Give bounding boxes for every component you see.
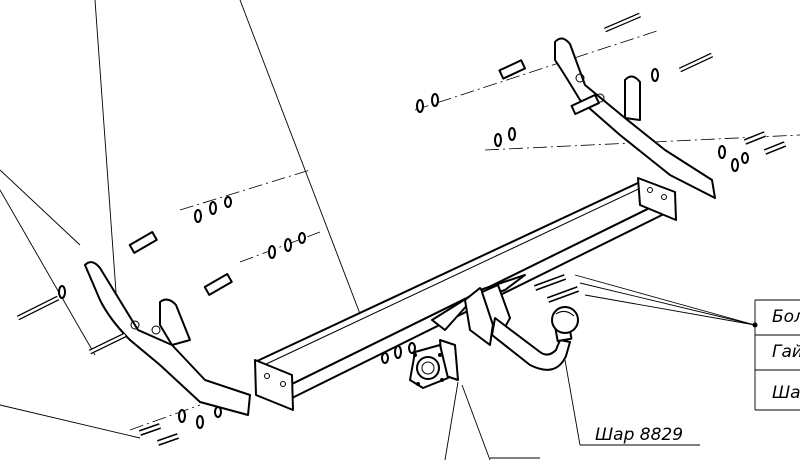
cross-beam [254, 177, 677, 411]
short-bolts [139, 131, 787, 446]
long-bolts [16, 12, 714, 355]
socket-leaders [444, 381, 540, 460]
nuts-and-washers [58, 68, 749, 429]
parts-callout-table: Бол Гай Шай [574, 274, 800, 411]
right-side-bracket [554, 37, 716, 199]
left-side-bracket [84, 261, 251, 416]
socket-plate [409, 339, 459, 389]
callout-washer: Шай [772, 383, 800, 403]
spacer-tubes [128, 59, 600, 296]
callout-nut: Гай [772, 342, 800, 362]
callout-bolt: Бол [772, 307, 800, 327]
assembly-axis-lines [129, 29, 800, 431]
leader-lines-left [0, 0, 371, 439]
callout-ball: Шар 8829 [595, 425, 683, 445]
tow-ball-assembly [491, 306, 579, 371]
ball-callout: Шар 8829 [564, 359, 700, 446]
